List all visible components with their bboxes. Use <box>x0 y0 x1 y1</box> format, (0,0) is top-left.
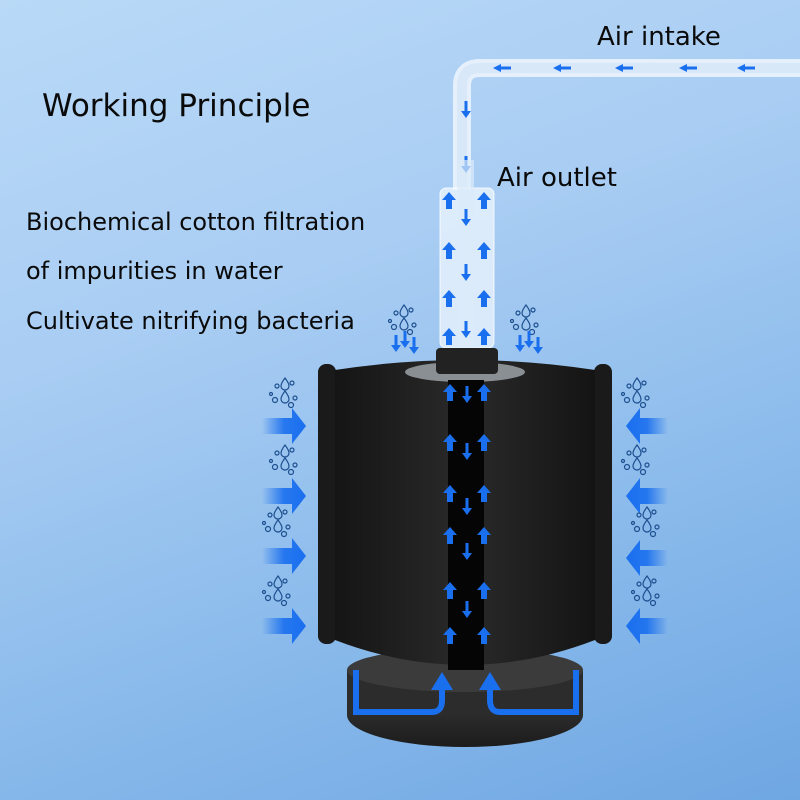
air-intake-label: Air intake <box>597 22 721 52</box>
description-line-1: Biochemical cotton filtration <box>26 208 366 236</box>
description-line-3: Cultivate nitrifying bacteria <box>26 307 355 335</box>
page-title: Working Principle <box>42 88 311 124</box>
outlet-tube <box>436 160 498 374</box>
air-outlet-label: Air outlet <box>497 163 617 193</box>
sponge-filter <box>318 352 612 670</box>
bottom-flow-arrows <box>353 670 579 715</box>
water-inflow-right <box>626 408 668 644</box>
description-line-2: of impurities in water <box>26 257 283 285</box>
water-inflow-left <box>262 408 306 644</box>
air-tube <box>453 59 800 190</box>
